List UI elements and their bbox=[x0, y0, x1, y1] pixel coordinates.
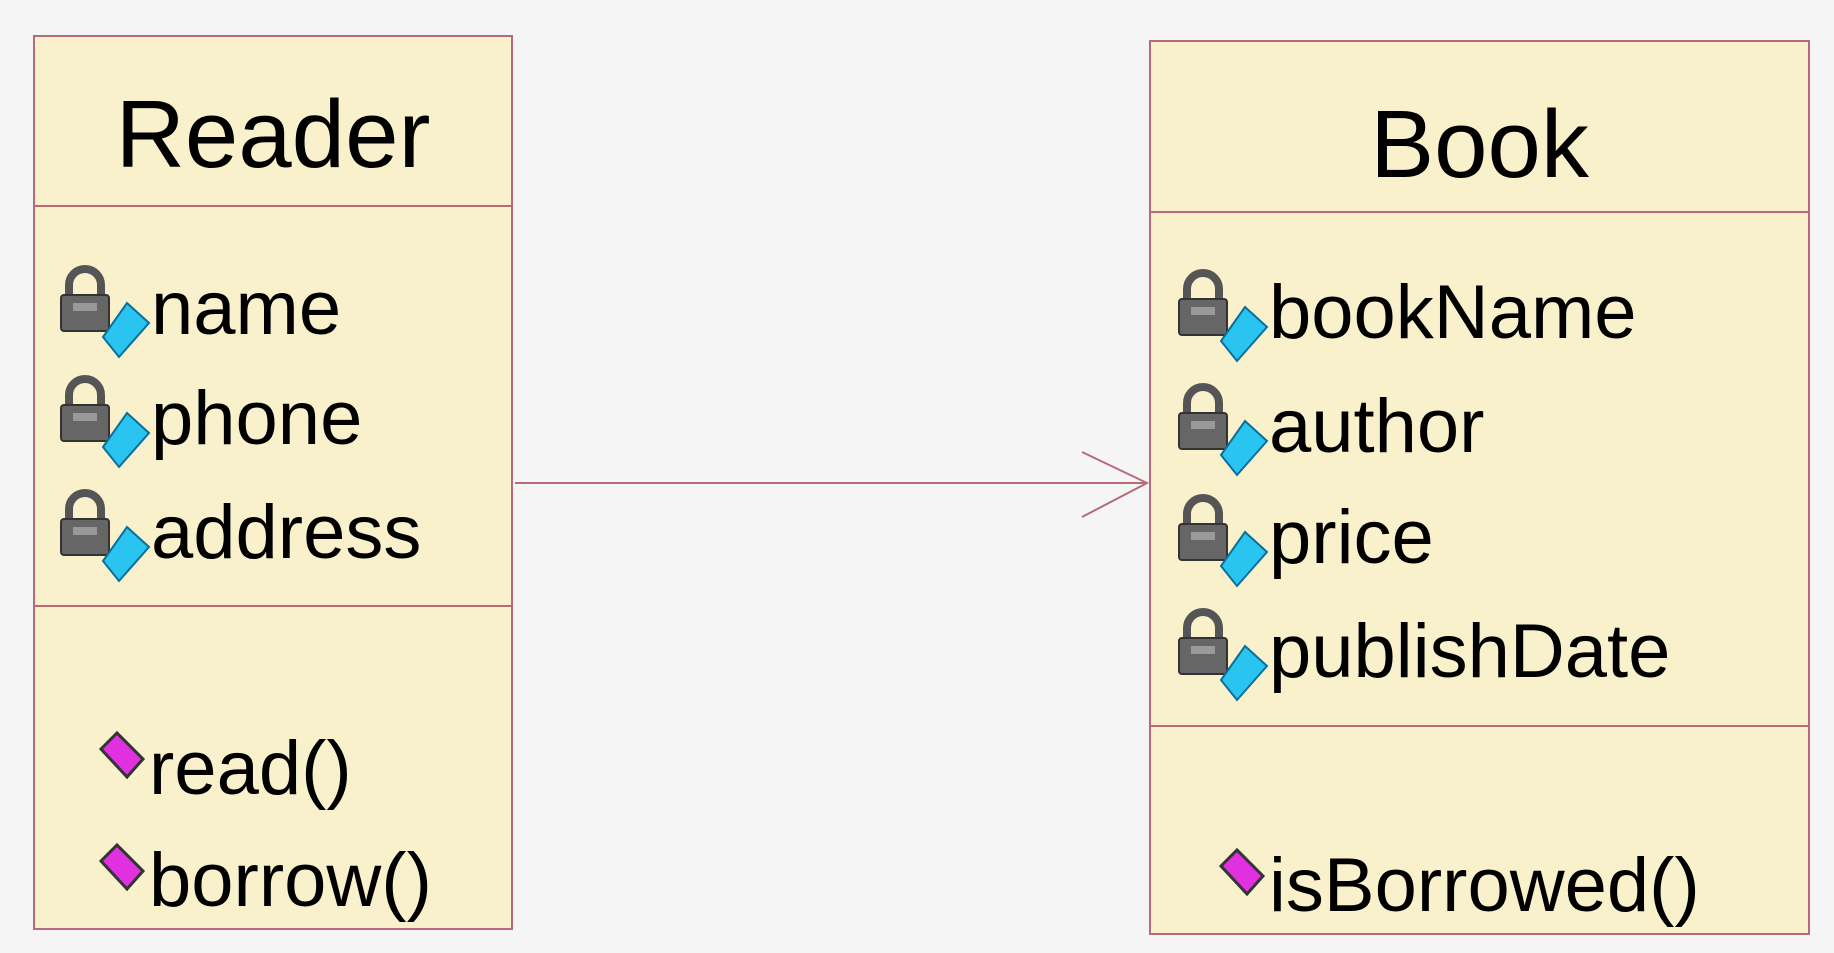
book-attribute-label: publishDate bbox=[1269, 609, 1671, 694]
book-class-name: Book bbox=[1370, 91, 1589, 198]
reader-attribute-phone[interactable]: phone bbox=[57, 369, 362, 469]
reader-class-name: Reader bbox=[115, 81, 431, 188]
reader-attribute-label: phone bbox=[151, 376, 363, 461]
private-attribute-lock-icon bbox=[60, 375, 151, 469]
private-attribute-lock-icon bbox=[1178, 494, 1269, 588]
book-name-divider bbox=[1151, 211, 1808, 213]
book-attribute-bookname[interactable]: bookName bbox=[1175, 263, 1637, 363]
book-operation-isborrowed[interactable]: isBorrowed() bbox=[1211, 836, 1700, 936]
reader-operation-read[interactable]: read() bbox=[91, 719, 352, 819]
public-operation-diamond-icon bbox=[98, 842, 146, 892]
reader-operation-label: borrow() bbox=[149, 838, 432, 923]
association-arrowhead bbox=[1081, 451, 1150, 518]
reader-name-divider bbox=[35, 205, 511, 207]
book-attribute-label: author bbox=[1269, 384, 1485, 469]
private-attribute-lock-icon bbox=[60, 489, 151, 583]
public-operation-diamond-icon bbox=[98, 730, 146, 780]
book-attribute-label: price bbox=[1269, 495, 1434, 580]
book-operation-label: isBorrowed() bbox=[1269, 843, 1700, 928]
private-attribute-lock-icon bbox=[1178, 608, 1269, 702]
book-attribute-label: bookName bbox=[1269, 270, 1637, 355]
book-attributes-divider bbox=[1151, 725, 1808, 727]
private-attribute-lock-icon bbox=[1178, 383, 1269, 477]
private-attribute-lock-icon bbox=[60, 265, 151, 359]
reader-attribute-label: name bbox=[151, 266, 342, 351]
reader-attribute-address[interactable]: address bbox=[57, 483, 421, 583]
public-operation-diamond-icon bbox=[1218, 847, 1266, 897]
book-attribute-publishdate[interactable]: publishDate bbox=[1175, 602, 1670, 702]
reader-operation-label: read() bbox=[149, 726, 352, 811]
reader-attributes-divider bbox=[35, 605, 511, 607]
book-attribute-author[interactable]: author bbox=[1175, 377, 1485, 477]
reader-attribute-label: address bbox=[151, 490, 422, 575]
reader-class-box[interactable]: Reader name phone address bbox=[33, 35, 513, 930]
reader-attribute-name[interactable]: name bbox=[57, 259, 341, 359]
book-attribute-price[interactable]: price bbox=[1175, 488, 1434, 588]
private-attribute-lock-icon bbox=[1178, 269, 1269, 363]
reader-operation-borrow[interactable]: borrow() bbox=[91, 831, 432, 931]
book-class-box[interactable]: Book bookName author price bbox=[1149, 40, 1810, 935]
